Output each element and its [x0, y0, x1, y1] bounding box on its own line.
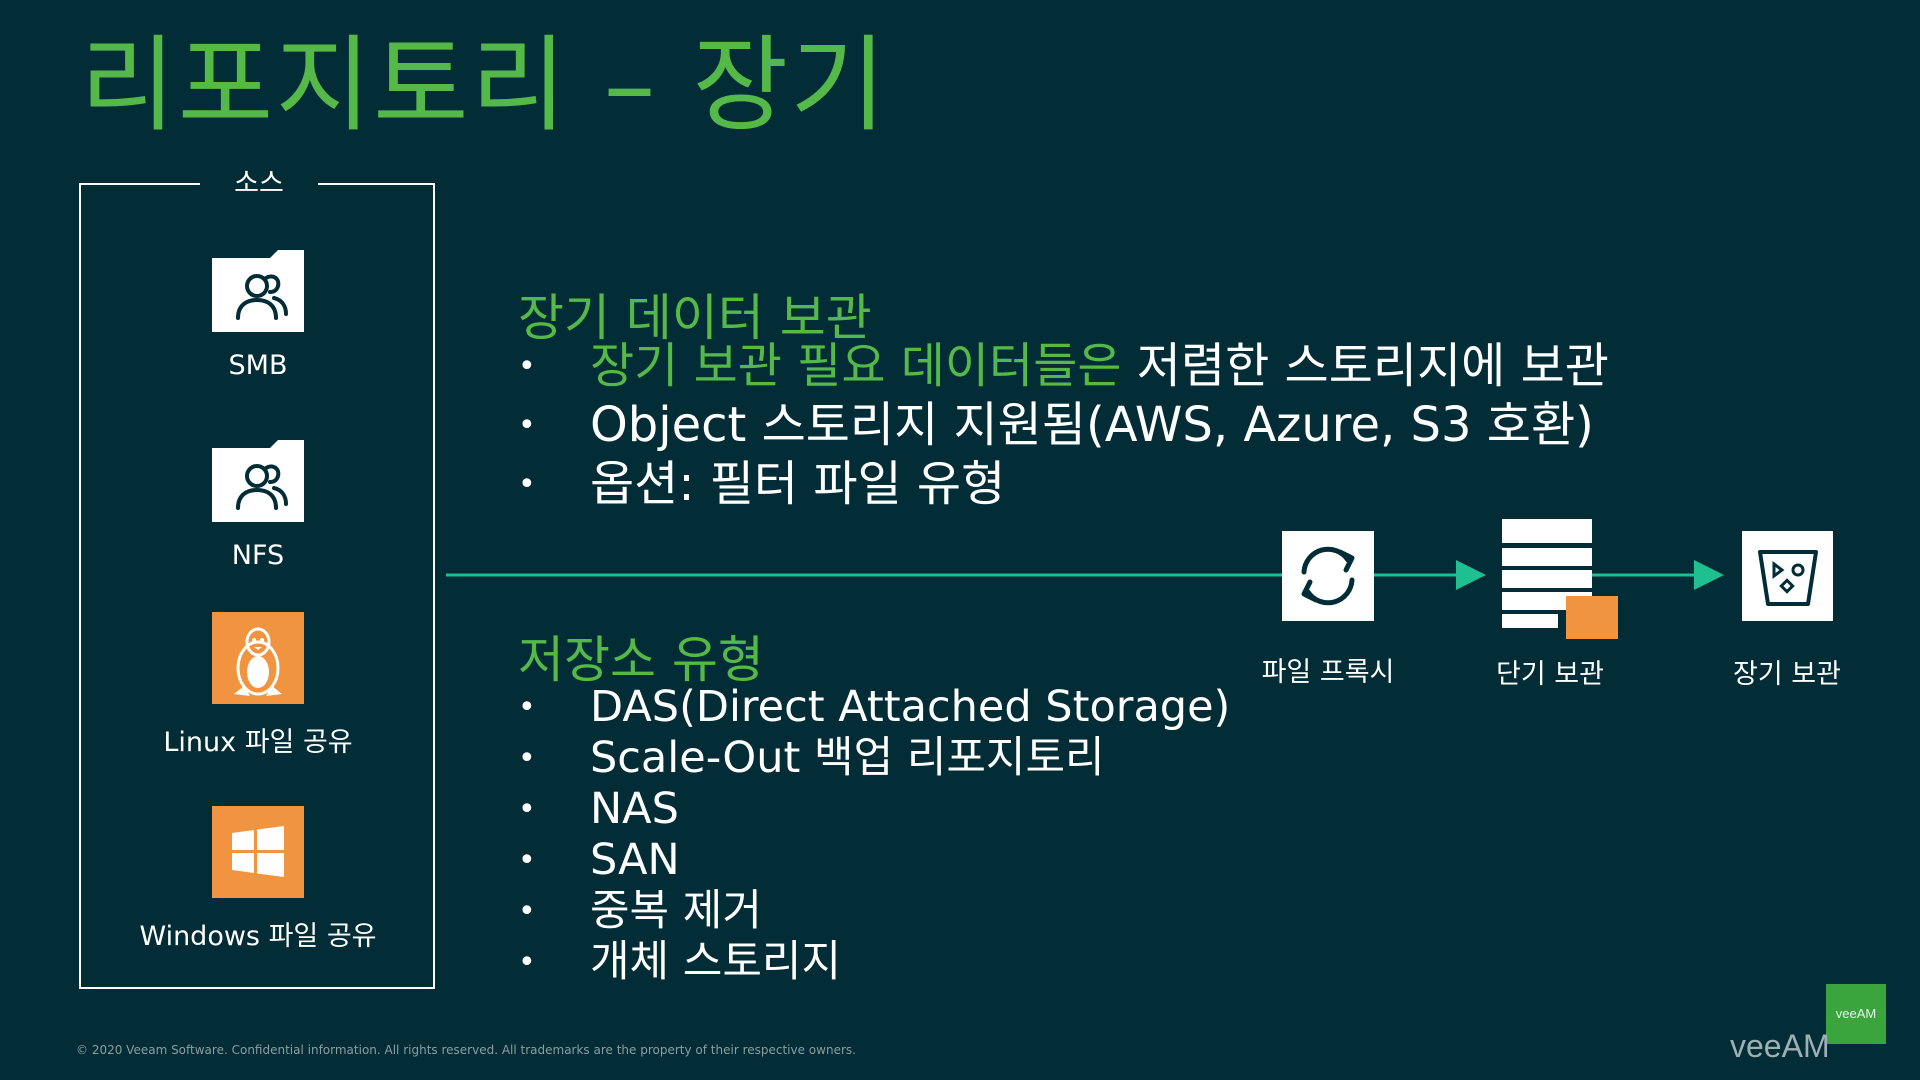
source-item-windows: Windows 파일 공유	[108, 806, 408, 953]
source-label: 소스	[200, 166, 318, 202]
copyright-footer: © 2020 Veeam Software. Confidential info…	[76, 1043, 856, 1057]
list-item: 중복 제거	[518, 886, 1230, 937]
users-folder-icon	[212, 440, 304, 522]
veeam-badge-logo: veeAM	[1826, 984, 1886, 1044]
source-item-smb: SMB	[108, 248, 408, 381]
source-item-label: Windows 파일 공유	[139, 921, 377, 952]
list-item: 옵션: 필터 파일 유형	[518, 455, 1609, 514]
list-item: 장기 보관 필요 데이터들은 저렴한 스토리지에 보관	[518, 337, 1609, 396]
flow-node-label: 파일 프록시	[1261, 657, 1395, 688]
linux-tux-icon	[212, 612, 304, 704]
list-item: Scale-Out 백업 리포지토리	[518, 733, 1230, 784]
source-item-label: Linux 파일 공유	[163, 727, 353, 758]
flow-node-label: 단기 보관	[1496, 659, 1604, 690]
retention-bullets: 장기 보관 필요 데이터들은 저렴한 스토리지에 보관 Object 스토리지 …	[518, 337, 1609, 514]
list-item: DAS(Direct Attached Storage)	[518, 682, 1230, 733]
veeam-wordmark-logo: veeAM	[1730, 1028, 1830, 1064]
windows-logo-icon	[212, 806, 304, 898]
object-bucket-icon	[1742, 531, 1833, 621]
flow-node-label: 장기 보관	[1733, 659, 1841, 690]
storage-types-heading: 저장소 유형	[518, 631, 764, 689]
source-item-label: SMB	[228, 350, 288, 381]
sync-arrows-icon	[1282, 531, 1374, 621]
storage-stack-icon	[1502, 519, 1618, 639]
list-item: 개체 스토리지	[518, 937, 1230, 988]
list-item: SAN	[518, 835, 1230, 886]
list-item: Object 스토리지 지원됨(AWS, Azure, S3 호환)	[518, 396, 1609, 455]
source-item-linux: Linux 파일 공유	[108, 612, 408, 759]
users-folder-icon	[212, 250, 304, 332]
slide-title: 리포지토리 – 장기	[80, 24, 888, 146]
list-item: NAS	[518, 784, 1230, 835]
storage-types-bullets: DAS(Direct Attached Storage) Scale-Out 백…	[518, 682, 1230, 988]
source-item-nfs: NFS	[108, 438, 408, 571]
source-item-label: NFS	[231, 540, 285, 571]
